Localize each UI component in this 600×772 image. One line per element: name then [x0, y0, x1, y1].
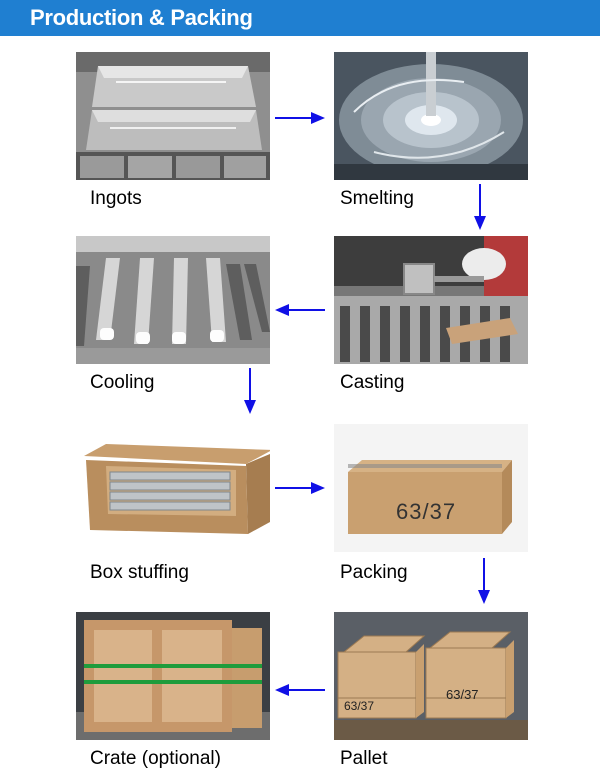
smelting-photo — [334, 52, 528, 180]
arrow-left-icon — [275, 682, 325, 698]
step-label-box-stuffing: Box stuffing — [90, 562, 189, 583]
casting-photo — [334, 236, 528, 364]
arrow-right-icon — [275, 110, 325, 126]
arrow-right-icon — [275, 480, 325, 496]
header-band — [0, 0, 600, 36]
arrow-down-icon — [472, 184, 488, 230]
pallet-box-marking-left: 63/37 — [344, 699, 375, 713]
pallet-photo — [334, 612, 528, 740]
page-title: Production & Packing — [30, 5, 253, 30]
step-label-cooling: Cooling — [90, 372, 155, 393]
step-label-casting: Casting — [340, 372, 405, 393]
cooling-photo — [76, 236, 270, 364]
box-marking-text: 63/37 — [396, 499, 457, 524]
crate-photo — [76, 612, 270, 740]
step-label-smelting: Smelting — [340, 188, 414, 209]
step-label-pallet: Pallet — [340, 748, 388, 769]
ingots-photo — [76, 52, 270, 180]
step-label-packing: Packing — [340, 562, 408, 583]
step-label-ingots: Ingots — [90, 188, 142, 209]
pallet-box-marking-right: 63/37 — [446, 687, 479, 702]
step-label-crate: Crate (optional) — [90, 748, 221, 769]
arrow-down-icon — [476, 558, 492, 604]
box-stuffing-photo — [76, 424, 270, 552]
packing-photo — [334, 424, 528, 552]
arrow-down-icon — [242, 368, 258, 414]
arrow-left-icon — [275, 302, 325, 318]
